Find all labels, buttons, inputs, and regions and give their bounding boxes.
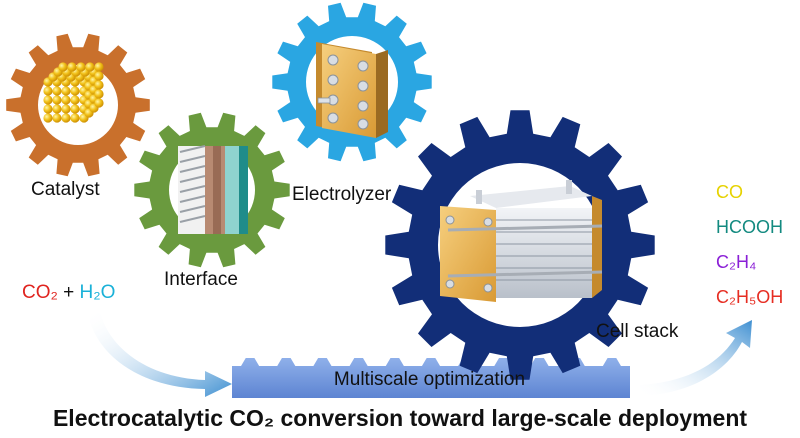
electrolyzer-gear bbox=[272, 2, 432, 162]
catalyst-atom bbox=[94, 80, 104, 90]
catalyst-cube-icon bbox=[43, 62, 104, 123]
catalyst-gear-shape bbox=[6, 33, 150, 177]
catalyst-atom bbox=[70, 104, 80, 114]
optimization-label: Multiscale optimization bbox=[333, 369, 526, 390]
catalyst-atom bbox=[70, 113, 80, 123]
catalyst-atom bbox=[76, 62, 86, 72]
cell-stack-label: Cell stack bbox=[596, 321, 679, 342]
catalyst-atom bbox=[52, 95, 62, 105]
catalyst-gear bbox=[6, 33, 150, 177]
interface-label: Interface bbox=[164, 269, 238, 290]
reactant-h2o: H₂O bbox=[79, 282, 116, 303]
electrolyzer-label: Electrolyzer bbox=[292, 184, 392, 205]
catalyst-atom bbox=[61, 86, 71, 96]
catalyst-atom bbox=[70, 95, 80, 105]
catalyst-atom bbox=[61, 113, 71, 123]
catalyst-atom bbox=[70, 86, 80, 96]
cell-stack-icon bbox=[440, 180, 603, 302]
product-c2h4: C₂H₄ bbox=[716, 252, 757, 272]
catalyst-atom bbox=[58, 62, 68, 72]
catalyst-atom bbox=[61, 95, 71, 105]
product-c2h5oh: C₂H₅OH bbox=[716, 287, 784, 307]
catalyst-atom bbox=[94, 62, 104, 72]
input-arrow bbox=[88, 312, 232, 397]
output-arrow bbox=[640, 320, 752, 396]
reactants: CO₂ + H₂O bbox=[22, 282, 115, 304]
catalyst-atom bbox=[43, 113, 53, 123]
reactant-co2: CO₂ bbox=[22, 282, 58, 303]
catalyst-atom bbox=[43, 86, 53, 96]
catalyst-atom bbox=[52, 113, 62, 123]
interface-layers-icon bbox=[178, 145, 248, 234]
cell-stack-gear-shape bbox=[385, 110, 655, 380]
product-hcooh: HCOOH bbox=[716, 217, 783, 237]
interface-gear-shape bbox=[134, 112, 290, 268]
electrolyzer-gear-shape bbox=[272, 2, 432, 162]
electrolyzer-cell-icon bbox=[316, 42, 388, 138]
catalyst-label: Catalyst bbox=[31, 179, 100, 200]
catalyst-atom bbox=[94, 98, 104, 108]
figure-title: Electrocatalytic CO₂ conversion toward l… bbox=[52, 405, 748, 431]
catalyst-atom bbox=[43, 95, 53, 105]
catalyst-atom bbox=[43, 104, 53, 114]
catalyst-atom bbox=[67, 62, 77, 72]
cell-stack-gear bbox=[385, 110, 655, 380]
catalyst-atom bbox=[94, 71, 104, 81]
interface-gear bbox=[134, 112, 290, 268]
product-co: CO bbox=[716, 182, 743, 202]
catalyst-atom bbox=[52, 104, 62, 114]
catalyst-atom bbox=[52, 86, 62, 96]
catalyst-atom bbox=[85, 62, 95, 72]
catalyst-atom bbox=[94, 89, 104, 99]
catalyst-atom bbox=[61, 104, 71, 114]
reactant-plus: + bbox=[57, 282, 80, 303]
